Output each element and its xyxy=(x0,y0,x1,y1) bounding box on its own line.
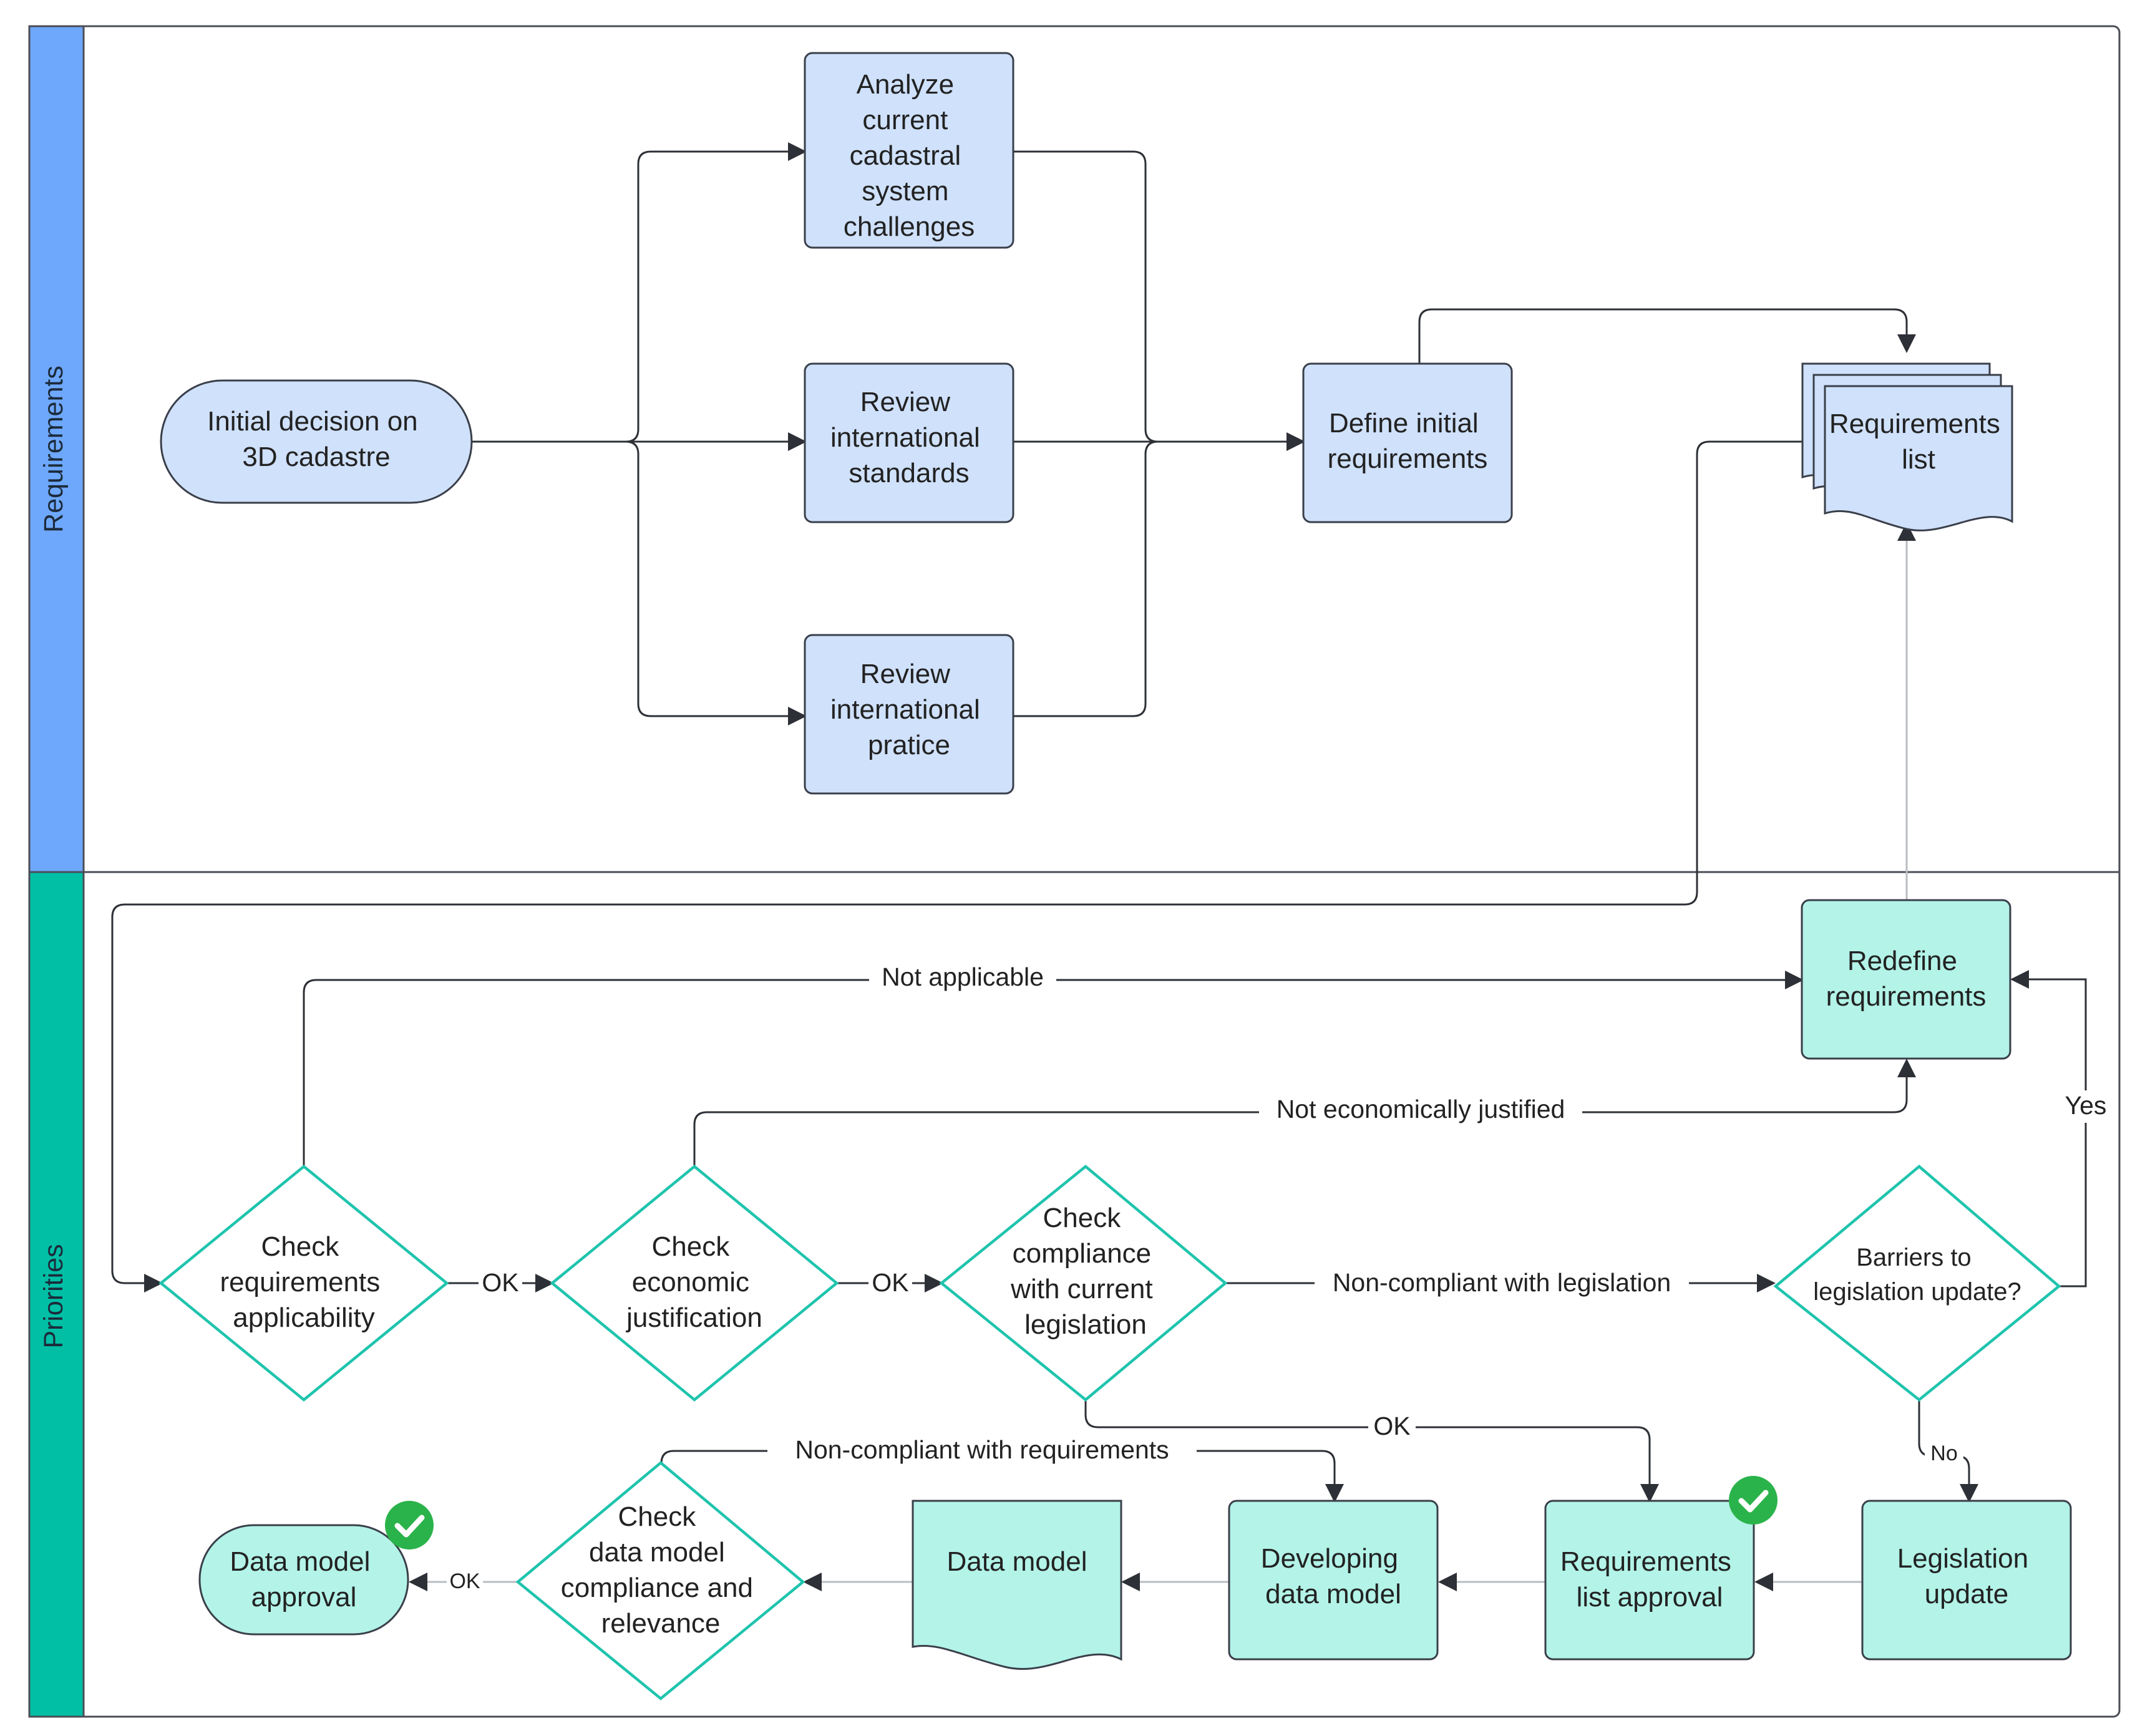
check-circle-icon xyxy=(385,1501,434,1549)
svg-text:Initial decision on 3D: Initial decision on 3D cadastre xyxy=(207,406,426,472)
edge-define-to-reqlist xyxy=(1418,308,1916,364)
node-check-compliance: Check compliance with current legislatio… xyxy=(939,1165,1228,1402)
edge-barriers-yes xyxy=(2010,970,2087,1287)
svg-text:Barriers to legislatio: Barriers to legislation update? xyxy=(1813,1244,2021,1306)
svg-text:Review international: Review international pratice xyxy=(830,659,988,760)
edge-reqlist-to-applicability xyxy=(111,440,1806,1292)
node-check-data-model: Check data model compliance and relevanc… xyxy=(515,1461,805,1700)
svg-text:Data model approval: Data model approval xyxy=(230,1546,377,1612)
label-ok-compliance: OK xyxy=(1373,1412,1410,1440)
node-check-economic: Check economic justification xyxy=(550,1165,839,1402)
svg-text:Review international: Review international standards xyxy=(830,387,988,488)
requirements-lane-label: Requirements xyxy=(39,366,69,533)
node-barriers: Barriers to legislation update? xyxy=(1773,1165,2061,1402)
label-no: No xyxy=(1930,1442,1957,1465)
node-requirements-list: Requirements list xyxy=(1801,362,2013,531)
svg-text:Developing data model: Developing data model xyxy=(1261,1543,1406,1609)
node-review-practice: Review international pratice xyxy=(804,634,1014,795)
svg-text:Requirements list: Requirements list xyxy=(1829,409,2008,475)
node-analyze-challenges: Analyze current cadastral system challen… xyxy=(804,52,1014,249)
svg-text:Check economic: Check economic justification xyxy=(625,1231,762,1333)
check-circle-icon xyxy=(1729,1476,1778,1525)
node-redefine-requirements: Redefine requirements xyxy=(1801,899,2011,1060)
label-non-compliant-requirements: Non-compliant with requirements xyxy=(795,1435,1169,1464)
node-data-model-approval: Data model approval xyxy=(198,1524,409,1636)
requirements-lane-header xyxy=(28,25,85,873)
label-ok-economic: OK xyxy=(872,1268,908,1297)
edge-initial-to-practice xyxy=(625,440,807,725)
edge-analyze-to-define xyxy=(1013,150,1159,443)
label-yes: Yes xyxy=(2065,1091,2107,1120)
edge-labels: Not applicable Not economically justifie… xyxy=(447,963,2109,1595)
node-data-model: Data model xyxy=(912,1500,1122,1671)
label-not-applicable: Not applicable xyxy=(882,963,1044,991)
svg-text:Analyze current: Analyze current cadastral system challen… xyxy=(844,69,975,242)
edges xyxy=(111,142,2087,1591)
label-non-compliant-legislation: Non-compliant with legislation xyxy=(1333,1268,1671,1297)
edge-compliance-ok xyxy=(1084,1399,1659,1503)
svg-text:Data model: Data model xyxy=(946,1546,1087,1577)
svg-text:Define initial require: Define initial requirements xyxy=(1328,408,1488,474)
svg-text:Requirements list appr: Requirements list approval xyxy=(1560,1546,1739,1612)
nodes: Initial decision on 3D cadastre Analyze … xyxy=(158,52,2072,1700)
svg-text:Redefine requirements: Redefine requirements xyxy=(1826,946,1987,1012)
svg-text:Check data model: Check data model compliance and relevanc… xyxy=(561,1501,761,1639)
node-initial-decision: Initial decision on 3D cadastre xyxy=(160,379,473,504)
label-not-economically-justified: Not economically justified xyxy=(1277,1095,1565,1123)
label-ok-data-model: OK xyxy=(449,1569,480,1593)
node-define-initial: Define initial requirements xyxy=(1302,362,1513,523)
label-ok-applicability: OK xyxy=(482,1268,518,1297)
priorities-lane-label: Priorities xyxy=(39,1244,69,1348)
node-review-standards: Review international standards xyxy=(804,362,1014,523)
svg-text:Legislation update: Legislation update xyxy=(1897,1543,2036,1609)
node-legislation-update: Legislation update xyxy=(1861,1500,2072,1661)
edge-applicability-not-applicable xyxy=(303,971,1804,1165)
edge-practice-to-define xyxy=(1013,440,1159,717)
svg-text:Check requirements: Check requirements applicability xyxy=(220,1231,387,1333)
node-requirements-list-approval: Requirements list approval xyxy=(1544,1500,1755,1661)
node-check-applicability: Check requirements applicability xyxy=(158,1165,449,1402)
node-developing-data-model: Developing data model xyxy=(1228,1500,1439,1661)
svg-text:Check compliance: Check compliance with current legislatio… xyxy=(1010,1203,1160,1340)
